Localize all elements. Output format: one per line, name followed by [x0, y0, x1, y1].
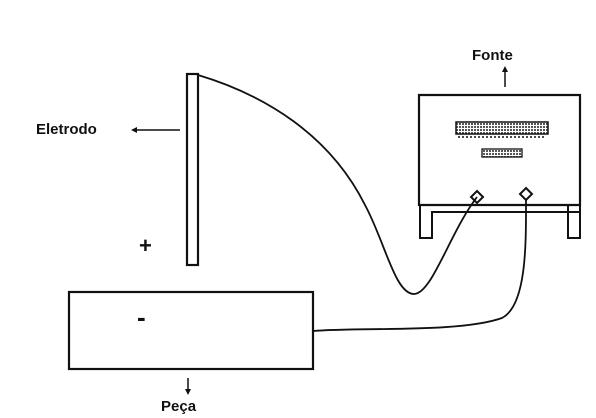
- power-source-right-leg: [567, 205, 581, 239]
- electrode-cable: [197, 74, 478, 295]
- fonte-arrow: [502, 66, 508, 87]
- label-eletrodo: Eletrodo: [36, 121, 97, 138]
- negative-sign: -: [137, 302, 146, 332]
- power-source-indicator: [481, 148, 523, 158]
- terminal-right: [518, 186, 534, 202]
- power-source-left-leg: [419, 205, 580, 239]
- label-peca: Peça: [161, 398, 197, 415]
- workpiece-cable: [312, 199, 527, 332]
- peca-arrow: [185, 378, 191, 395]
- label-fonte: Fonte: [472, 47, 513, 64]
- power-source: [417, 93, 582, 239]
- eletrodo-arrow: [131, 127, 180, 133]
- workpiece: [67, 290, 315, 371]
- power-source-display: [455, 121, 549, 135]
- electrode: [185, 72, 200, 267]
- positive-sign: +: [139, 233, 152, 258]
